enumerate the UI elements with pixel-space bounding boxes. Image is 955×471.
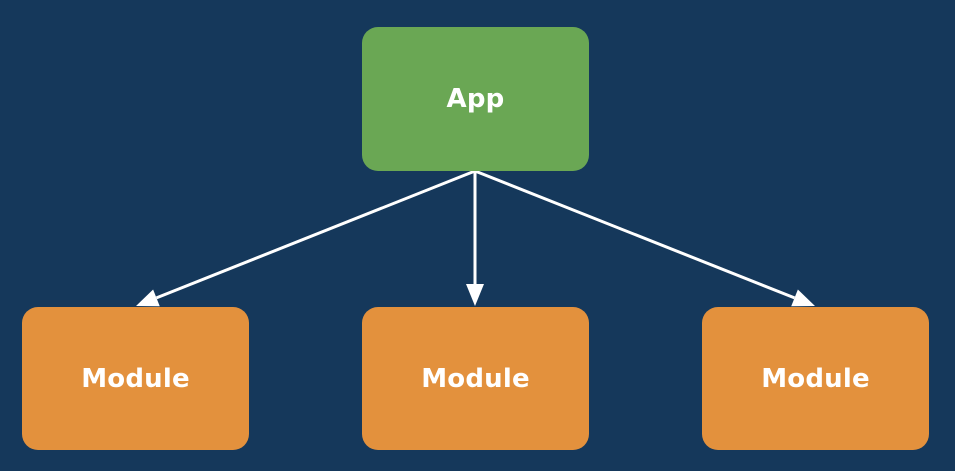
module-node-right: Module (702, 307, 929, 450)
arrowhead-icon (791, 289, 815, 307)
edge-line (155, 169, 476, 300)
edge-to-module-right (474, 169, 815, 307)
module-label: Module (761, 363, 870, 394)
app-label: App (446, 84, 505, 114)
module-node-left: Module (22, 307, 249, 450)
arrowhead-icon (466, 284, 484, 306)
module-label: Module (81, 363, 190, 394)
edge-to-module-left (136, 169, 476, 307)
edge-to-module-center (466, 171, 484, 306)
arrowhead-icon (136, 289, 160, 307)
module-node-center: Module (362, 307, 589, 450)
edge-line (474, 169, 796, 300)
module-label: Module (421, 363, 530, 394)
app-node: App (362, 27, 589, 171)
